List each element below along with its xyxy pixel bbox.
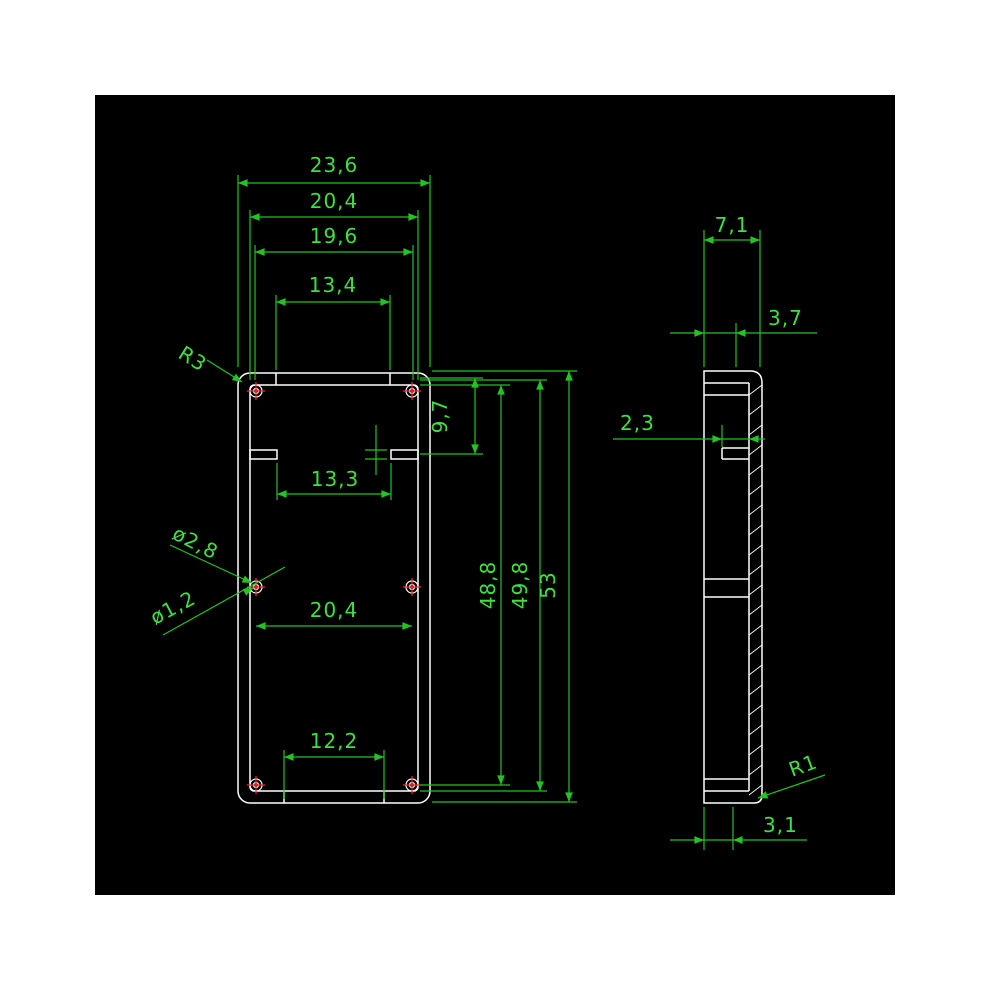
front-outer-outline xyxy=(237,372,431,804)
dim-depth-overall: 7,1 xyxy=(703,213,761,367)
dim-corner-radius: R3 xyxy=(174,341,243,383)
dim-width-outer: 20,4 xyxy=(249,189,419,380)
front-view: 23,6 20,4 19,6 13,4 R3 xyxy=(146,153,577,804)
hole-bottom-right xyxy=(403,776,421,794)
dim-label: 19,6 xyxy=(310,224,359,248)
side-wall-hatch xyxy=(748,384,763,796)
dim-label: 20,4 xyxy=(310,598,359,622)
dim-label: R1 xyxy=(786,749,821,781)
dim-label: 3,7 xyxy=(768,306,803,330)
dim-hole-spacing: 20,4 xyxy=(256,598,412,630)
dim-label: 13,3 xyxy=(311,467,360,491)
cad-drawing: 23,6 20,4 19,6 13,4 R3 xyxy=(146,153,826,850)
dim-label: ø1,2 xyxy=(146,586,200,630)
dim-depth-inner: 3,7 xyxy=(670,306,817,367)
dim-label: 13,4 xyxy=(309,273,358,297)
dim-height-mid: 49,8 xyxy=(420,379,547,792)
hole-top-left xyxy=(247,382,265,400)
hole-bottom-left xyxy=(247,776,265,794)
dim-height-inner: 48,8 xyxy=(420,384,510,786)
dim-label: R3 xyxy=(174,341,211,377)
dim-slot-width: 13,3 xyxy=(276,425,392,500)
cad-drawing-canvas: 23,6 20,4 19,6 13,4 R3 xyxy=(95,95,895,895)
dim-width-overall: 23,6 xyxy=(237,153,431,367)
dim-label: 12,2 xyxy=(310,729,359,753)
dim-side-corner-radius: R1 xyxy=(757,749,826,799)
dim-label: 3,1 xyxy=(763,813,798,837)
dim-hole-inner-dia: ø1,2 xyxy=(146,566,286,636)
dim-label: 2,3 xyxy=(620,411,655,435)
dim-label: 20,4 xyxy=(310,189,359,213)
hole-mid-right xyxy=(403,578,421,596)
dim-bottom-opening: 12,2 xyxy=(283,729,385,799)
dim-slot-depth: 2,3 xyxy=(613,411,765,447)
dim-height-overall: 53 xyxy=(432,370,577,803)
dim-hole-outer-dia: ø2,8 xyxy=(169,521,253,584)
dim-label: 49,8 xyxy=(508,561,532,610)
left-slot xyxy=(249,449,278,460)
dim-base-depth: 3,1 xyxy=(670,807,807,850)
dim-label: 9,7 xyxy=(428,399,452,434)
side-view: 7,1 3,7 2,3 R1 xyxy=(613,213,826,850)
dim-label: 23,6 xyxy=(310,153,359,177)
dim-label: 7,1 xyxy=(715,213,750,237)
dim-top-opening: 13,4 xyxy=(275,273,391,370)
dim-width-inner: 19,6 xyxy=(254,224,414,380)
side-outline xyxy=(703,370,763,804)
dim-label: 53 xyxy=(536,571,560,598)
dim-label: ø2,8 xyxy=(169,521,223,564)
right-slot xyxy=(390,449,419,460)
dim-slot-height: 9,7 xyxy=(420,377,483,455)
dim-label: 48,8 xyxy=(476,561,500,610)
hole-top-right xyxy=(403,382,421,400)
